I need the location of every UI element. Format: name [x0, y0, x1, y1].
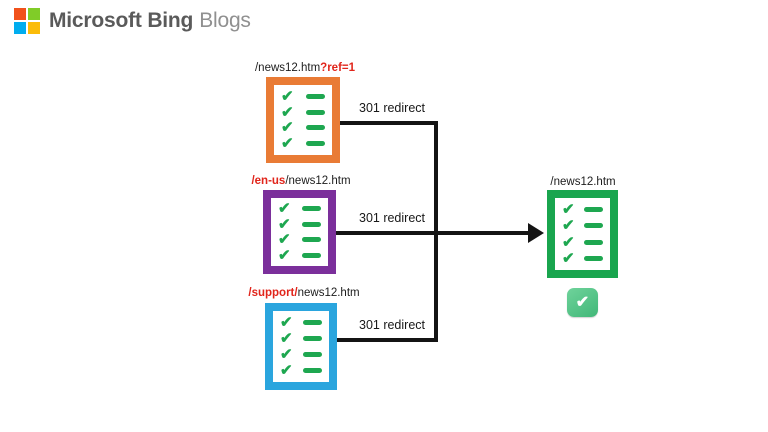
- checklist-row: ✔: [562, 202, 603, 217]
- checklist-row: ✔: [281, 136, 325, 151]
- check-icon: ✔: [278, 200, 291, 218]
- arrow-head-icon: [528, 223, 544, 243]
- source-url-label-support: /support/news12.htm: [248, 287, 359, 299]
- dash-line: [302, 252, 321, 258]
- check-icon: ✔: [280, 346, 293, 363]
- ms-square-yellow: [28, 22, 40, 34]
- check-icon: ✔: [278, 231, 291, 249]
- dash-line: [302, 206, 321, 212]
- check-icon: ✔: [562, 201, 575, 219]
- ms-square-blue: [14, 22, 26, 34]
- microsoft-logo-icon: [14, 8, 40, 34]
- source-document-support: ✔ ✔ ✔ ✔: [265, 303, 337, 390]
- check-icon: ✔: [278, 215, 291, 233]
- dash-line: [302, 221, 321, 227]
- url-highlight-text: /en-us: [251, 175, 286, 187]
- check-icon: ✔: [562, 233, 575, 251]
- check-icon: ✔: [278, 246, 291, 264]
- checklist-row: ✔: [562, 251, 603, 266]
- checklist-row: ✔: [280, 363, 322, 378]
- check-icon: ✔: [280, 314, 293, 331]
- checklist-row: ✔: [280, 315, 322, 330]
- target-document: ✔ ✔ ✔ ✔: [547, 190, 618, 278]
- target-url-label: /news12.htm: [550, 176, 615, 188]
- checklist-row: ✔: [278, 248, 321, 263]
- dash-line: [303, 352, 322, 357]
- dash-line: [306, 93, 325, 99]
- checklist-row: ✔: [562, 218, 603, 233]
- brand-secondary-text: Blogs: [199, 9, 251, 32]
- checklist-row: ✔: [281, 105, 325, 120]
- check-icon: ✔: [281, 135, 294, 153]
- dash-line: [302, 237, 321, 243]
- url-text: /news12.htm: [285, 175, 351, 187]
- dash-line: [306, 125, 325, 131]
- checklist-row: ✔: [280, 331, 322, 346]
- check-icon: ✔: [562, 249, 575, 267]
- dash-line: [303, 336, 322, 341]
- checklist-row: ✔: [281, 89, 325, 104]
- connector-line-top: [340, 121, 436, 125]
- url-highlight-text: ?ref=1: [320, 62, 356, 74]
- check-icon: ✔: [280, 330, 293, 347]
- dash-line: [306, 109, 325, 115]
- check-icon: ✔: [280, 362, 293, 379]
- source-url-label-en-us: /en-us/news12.htm: [251, 175, 350, 187]
- check-icon: ✔: [562, 217, 575, 235]
- url-text: /news12.htm: [550, 176, 616, 188]
- dash-line: [584, 255, 603, 261]
- check-button-icon: ✔: [567, 288, 598, 317]
- redirect-label-middle: 301 redirect: [358, 211, 426, 225]
- connector-line-middle: [336, 231, 529, 235]
- dash-line: [584, 223, 603, 229]
- checklist-row: ✔: [278, 201, 321, 216]
- brand-primary-text: Microsoft Bing: [49, 9, 194, 32]
- dash-line: [303, 320, 322, 325]
- url-highlight-text: /support/: [248, 287, 298, 299]
- dash-line: [584, 207, 603, 213]
- url-text: news12.htm: [297, 287, 360, 299]
- check-icon: ✔: [281, 103, 294, 121]
- checklist-row: ✔: [281, 120, 325, 135]
- checklist-row: ✔: [278, 232, 321, 247]
- checklist-row: ✔: [278, 217, 321, 232]
- dash-line: [303, 368, 322, 373]
- dash-line: [584, 239, 603, 245]
- connector-line-bottom: [337, 338, 436, 342]
- check-icon: ✔: [281, 119, 294, 137]
- source-url-label-ref-param: /news12.htm?ref=1: [255, 62, 355, 74]
- redirect-label-top: 301 redirect: [358, 101, 426, 115]
- url-text: /news12.htm: [254, 62, 321, 74]
- checklist-row: ✔: [280, 347, 322, 362]
- ms-square-red: [14, 8, 26, 20]
- ms-square-green: [28, 8, 40, 20]
- source-document-ref-param: ✔ ✔ ✔ ✔: [266, 77, 340, 163]
- checklist-row: ✔: [562, 235, 603, 250]
- redirect-label-bottom: 301 redirect: [358, 318, 426, 332]
- check-icon: ✔: [281, 87, 294, 105]
- dash-line: [306, 141, 325, 147]
- source-document-en-us: ✔ ✔ ✔ ✔: [263, 190, 336, 274]
